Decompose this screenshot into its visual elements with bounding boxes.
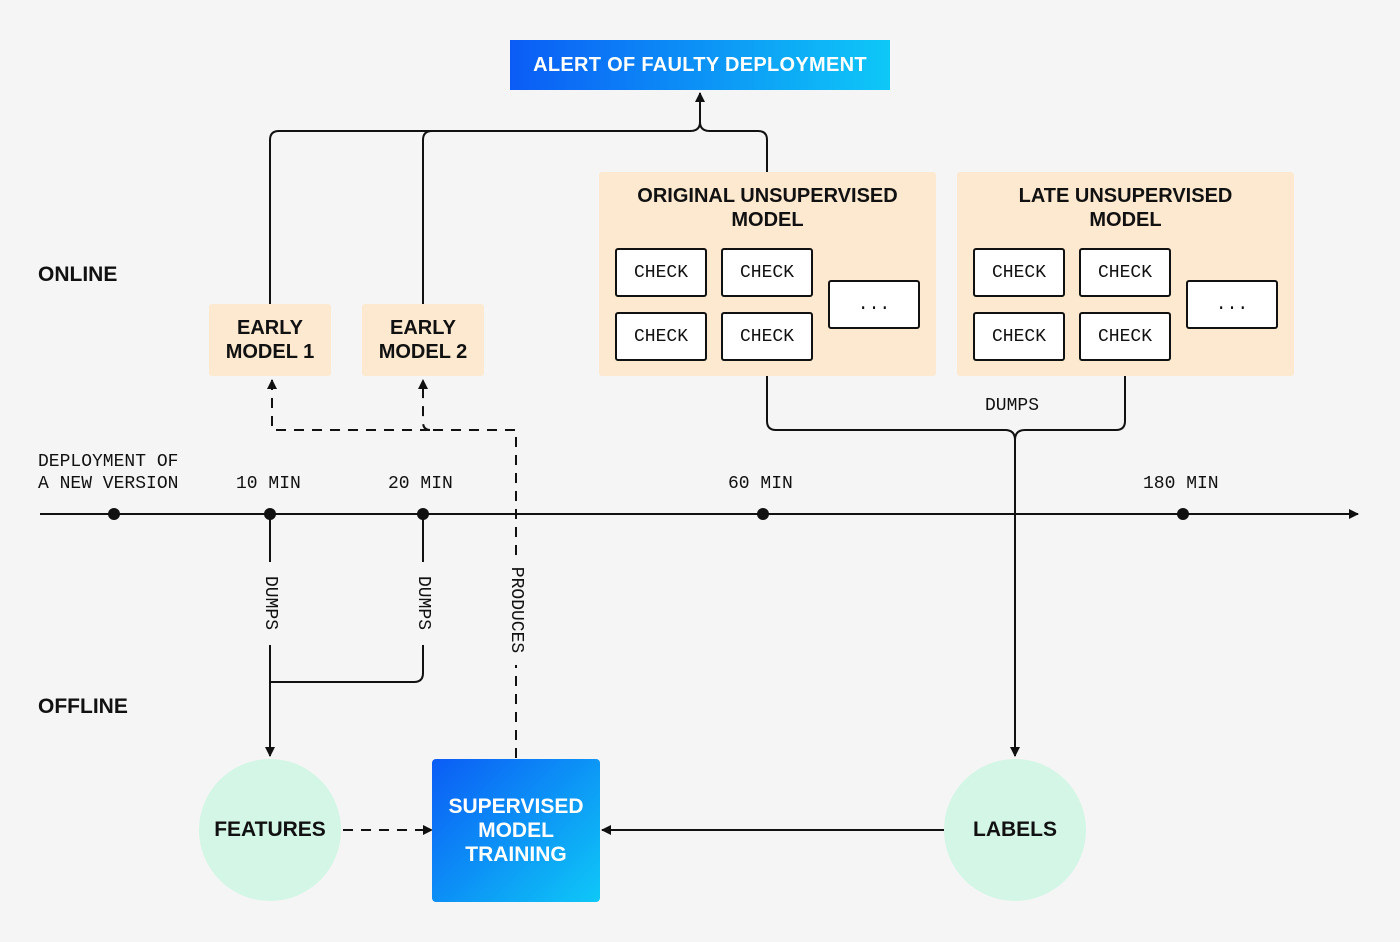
timeline-mark-label: 60 MIN [728,474,793,494]
dumps-label-wrapper: DUMPS [220,576,320,630]
timeline-mark-label: 180 MIN [1143,474,1219,494]
check-box: CHECK [1079,312,1171,361]
original-unsupervised-model-group: ORIGINAL UNSUPERVISED MODEL CHECK CHECK … [599,172,936,376]
check-box: CHECK [721,312,813,361]
dumps-label-10min: DUMPS [259,575,280,631]
check-box: CHECK [973,248,1065,297]
more-checks-box: ... [828,280,920,329]
labels-node: LABELS [944,759,1086,901]
check-box: CHECK [721,248,813,297]
check-box: CHECK [615,312,707,361]
late-unsupervised-model-group: LATE UNSUPERVISED MODEL CHECK CHECK CHEC… [957,172,1294,376]
check-box: CHECK [973,312,1065,361]
alert-faulty-deployment-box: ALERT OF FAULTY DEPLOYMENT [510,40,890,90]
early-model-2-box: EARLY MODEL 2 [362,304,484,376]
timeline-start-label: DEPLOYMENT OF A NEW VERSION [38,452,179,494]
dumps-label-unsupervised: DUMPS [985,396,1040,416]
check-box: CHECK [1079,248,1171,297]
more-checks-box: ... [1186,280,1278,329]
dumps-label-20min: DUMPS [412,575,433,631]
early-model-1-box: EARLY MODEL 1 [209,304,331,376]
group-title: LATE UNSUPERVISED MODEL [1018,185,1233,231]
timeline-mark-label: 10 MIN [236,474,301,494]
features-node: FEATURES [199,759,341,901]
check-box: CHECK [615,248,707,297]
timeline-mark-label: 20 MIN [388,474,453,494]
produces-label: PRODUCES [505,566,526,654]
group-title: ORIGINAL UNSUPERVISED MODEL [637,185,898,231]
supervised-model-training-node: SUPERVISED MODEL TRAINING [432,759,600,902]
section-label-offline: OFFLINE [38,695,128,718]
section-label-online: ONLINE [38,263,118,286]
produces-label-wrapper: PRODUCES [456,567,576,653]
